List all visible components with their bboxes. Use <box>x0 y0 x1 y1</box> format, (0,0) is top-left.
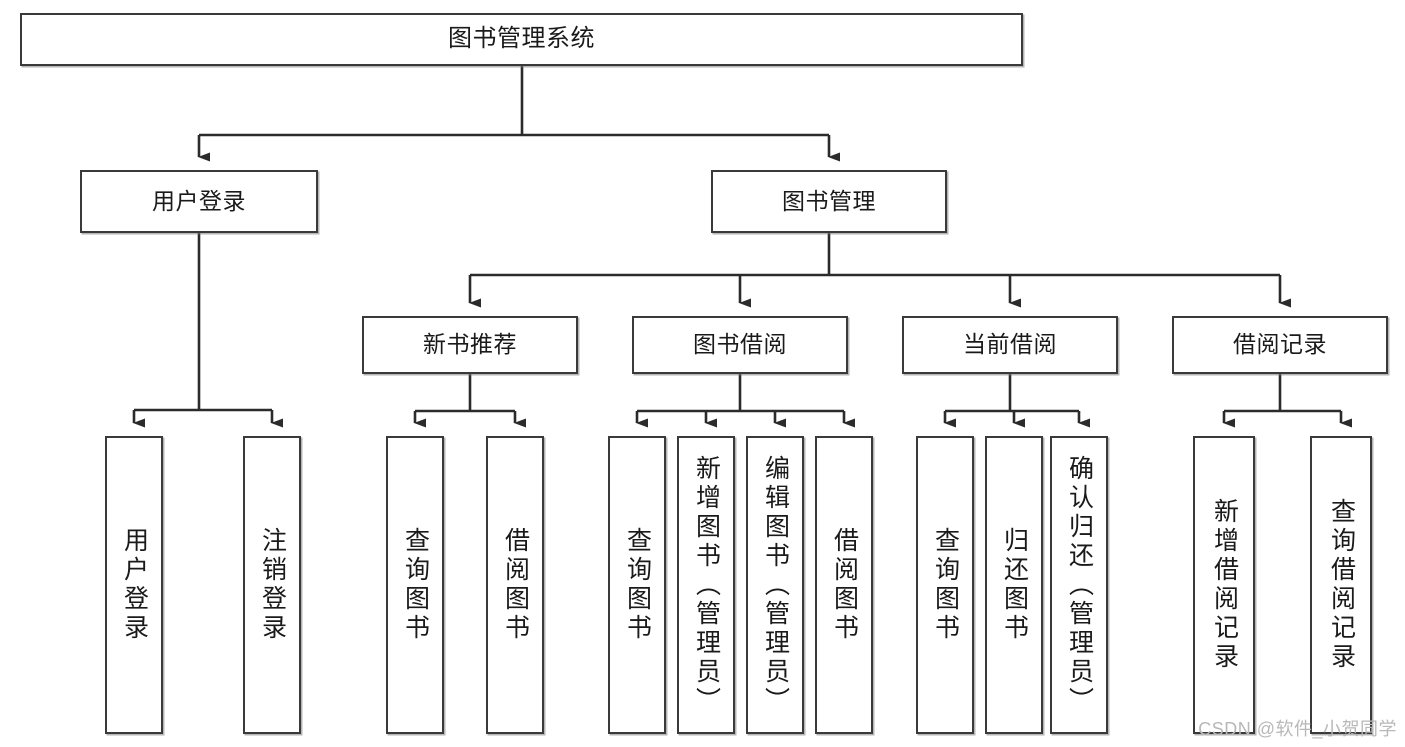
node-label: 归还图书 <box>1000 527 1029 643</box>
node-label: 编辑图书（管理员） <box>761 454 790 716</box>
node-label: 注销登录 <box>258 527 287 643</box>
node-label: 图书管理 <box>782 187 876 214</box>
node-login[interactable]: 用户登录 <box>80 170 318 233</box>
node-label: 新增借阅记录 <box>1210 498 1239 672</box>
node-leaf-borrow-book[interactable]: 借阅图书 <box>815 436 873 734</box>
node-label: 借阅图书 <box>501 527 530 643</box>
node-leaf-add-book[interactable]: 新增图书（管理员） <box>677 436 735 734</box>
node-current[interactable]: 当前借阅 <box>902 316 1118 374</box>
node-label: 借阅记录 <box>1233 331 1327 358</box>
node-label: 当前借阅 <box>963 331 1057 358</box>
node-leaf-logout[interactable]: 注销登录 <box>243 436 301 734</box>
node-records[interactable]: 借阅记录 <box>1172 316 1388 374</box>
node-label: 查询图书 <box>401 527 430 643</box>
node-leaf-new-query[interactable]: 查询图书 <box>386 436 444 734</box>
watermark: CSDN @软件_小贺同学 <box>1198 719 1397 739</box>
node-leaf-add-record[interactable]: 新增借阅记录 <box>1193 436 1255 734</box>
node-label: 确认归还（管理员） <box>1065 454 1094 716</box>
node-label: 借阅图书 <box>830 527 859 643</box>
node-label: 查询借阅记录 <box>1327 498 1356 672</box>
node-leaf-query-record[interactable]: 查询借阅记录 <box>1310 436 1372 734</box>
node-leaf-edit-book[interactable]: 编辑图书（管理员） <box>746 436 804 734</box>
node-leaf-return-book[interactable]: 归还图书 <box>985 436 1043 734</box>
node-leaf-cur-query[interactable]: 查询图书 <box>916 436 974 734</box>
node-bookmgmt[interactable]: 图书管理 <box>711 170 947 233</box>
node-root[interactable]: 图书管理系统 <box>20 13 1023 66</box>
node-newbook[interactable]: 新书推荐 <box>362 316 578 374</box>
node-label: 用户登录 <box>120 527 149 643</box>
node-label: 用户登录 <box>152 187 246 214</box>
node-label: 图书管理系统 <box>448 25 595 53</box>
node-leaf-confirm-return[interactable]: 确认归还（管理员） <box>1050 436 1108 734</box>
node-leaf-borrow-query[interactable]: 查询图书 <box>608 436 666 734</box>
node-label: 查询图书 <box>623 527 652 643</box>
node-label: 新增图书（管理员） <box>692 454 721 716</box>
node-leaf-user-login[interactable]: 用户登录 <box>105 436 163 734</box>
node-label: 图书借阅 <box>693 331 787 358</box>
node-label: 查询图书 <box>931 527 960 643</box>
node-label: 新书推荐 <box>423 331 517 358</box>
node-borrow[interactable]: 图书借阅 <box>632 316 848 374</box>
node-leaf-new-borrow[interactable]: 借阅图书 <box>486 436 544 734</box>
